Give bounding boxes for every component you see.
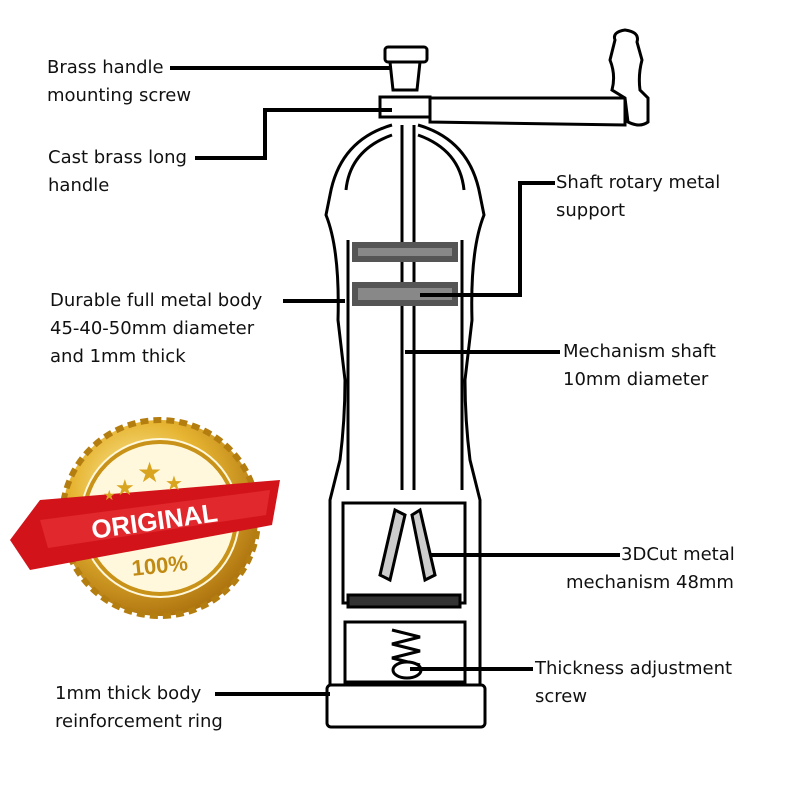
label-line: Cast brass long (48, 147, 187, 168)
label-metal-body: Durable full metal body 45-40-50mm diamet… (50, 287, 262, 371)
original-badge: ★ ★ ★ ★ ORIGINAL 100% (10, 417, 280, 619)
label-line: Mechanism shaft (563, 341, 716, 362)
label-adjustment: Thickness adjustment screw (535, 655, 732, 711)
label-line: Durable full metal body (50, 290, 263, 311)
grinder-body (324, 123, 487, 729)
leader-lines (170, 66, 620, 696)
label-line: 10mm diameter (563, 369, 709, 390)
label-line: mechanism 48mm (566, 572, 734, 593)
label-mechanism: 3DCut metal mechanism 48mm (566, 541, 735, 597)
crank-handle (378, 28, 650, 127)
svg-text:★: ★ (103, 488, 116, 504)
label-line: 3DCut metal (621, 544, 735, 565)
label-line: reinforcement ring (55, 711, 223, 732)
label-line: handle (48, 175, 110, 196)
label-line: 1mm thick body (55, 683, 202, 704)
svg-text:★: ★ (165, 471, 183, 495)
svg-text:★: ★ (137, 456, 162, 489)
label-line: Brass handle (47, 57, 164, 78)
label-shaft: Mechanism shaft 10mm diameter (563, 338, 716, 394)
label-line: Thickness adjustment (535, 658, 733, 679)
label-long-handle: Cast brass long handle (48, 144, 187, 200)
label-line: and 1mm thick (50, 346, 186, 367)
label-line: 45-40-50mm diameter (50, 318, 255, 339)
svg-text:★: ★ (115, 476, 135, 501)
label-mounting-screw: Brass handle mounting screw (47, 54, 191, 110)
rotary-support (352, 242, 458, 306)
mechanism-drawing (341, 501, 467, 684)
label-line: mounting screw (47, 85, 192, 106)
label-line: Shaft rotary metal (556, 172, 721, 193)
label-line: screw (535, 686, 588, 707)
badge-line2: 100% (130, 550, 189, 581)
label-line: support (556, 200, 626, 221)
label-ring: 1mm thick body reinforcement ring (55, 680, 223, 736)
label-rotary-support: Shaft rotary metal support (556, 169, 720, 225)
